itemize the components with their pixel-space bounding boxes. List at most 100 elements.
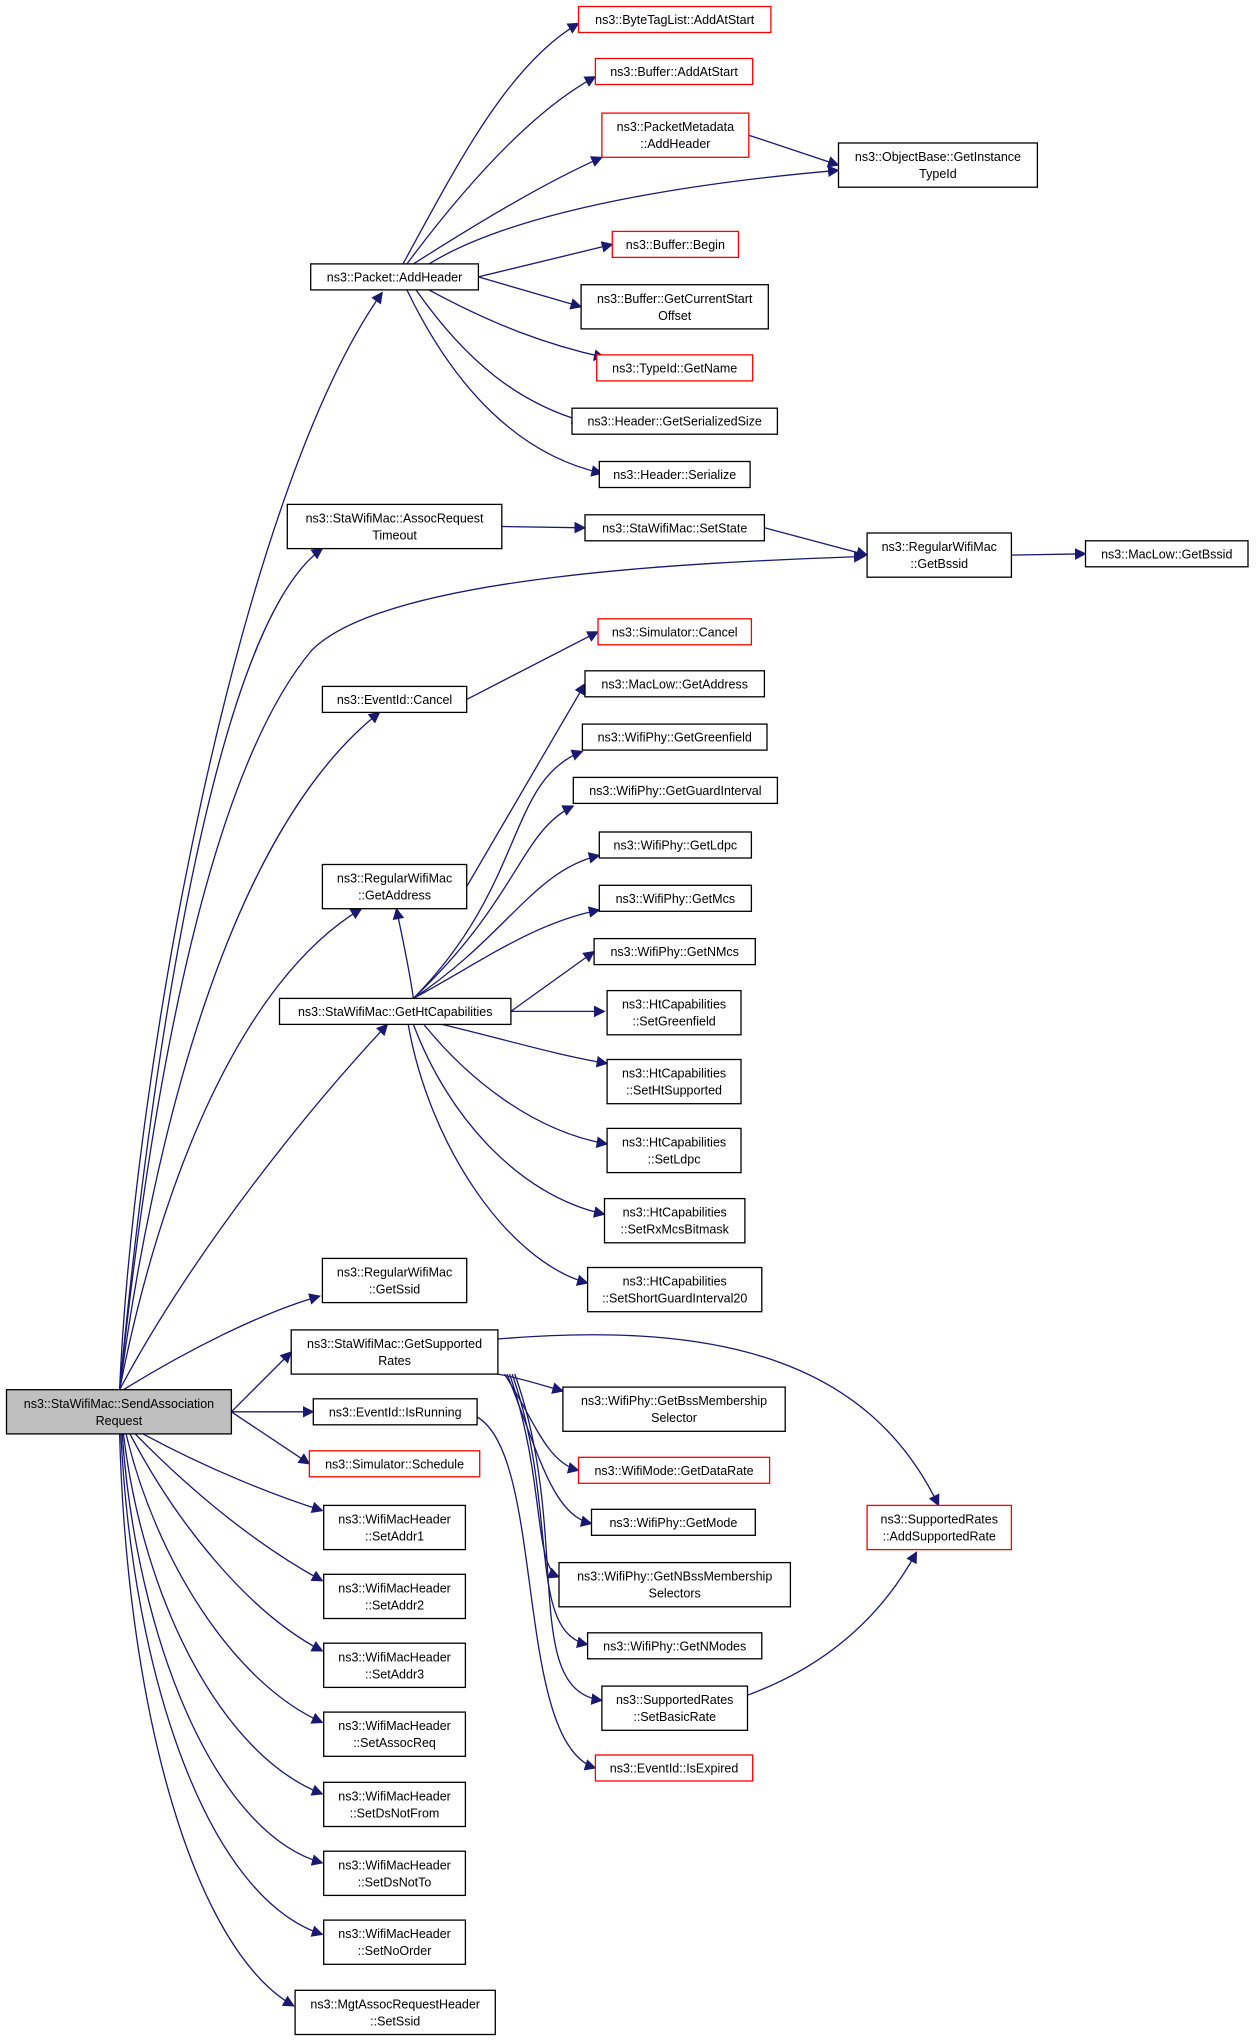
node-getnmcs[interactable]: ns3::WifiPhy::GetNMcs (593, 937, 756, 966)
node-buffer-begin[interactable]: ns3::Buffer::Begin (611, 230, 740, 259)
node-getmode[interactable]: ns3::WifiPhy::GetMode (590, 1508, 756, 1536)
node-setassocreq[interactable]: ns3::WifiMacHeader::SetAssocReq (323, 1711, 467, 1757)
node-label: ns3::Packet::AddHeader (327, 270, 463, 284)
edge-getht-to-getnmcs (511, 952, 596, 1012)
node-box (584, 670, 766, 698)
edge-root-to-setnoorder (121, 1434, 324, 1937)
node-box (572, 776, 779, 805)
node-label: ns3::RegularWifiMac (337, 872, 452, 886)
node-maclow-getbssid[interactable]: ns3::MacLow::GetBssid (1084, 540, 1249, 568)
node-buffer-addatstart[interactable]: ns3::Buffer::AddAtStart (594, 57, 754, 86)
node-regular-getbssid[interactable]: ns3::RegularWifiMac::GetBssid (866, 532, 1013, 578)
node-setstate[interactable]: ns3::StaWifiMac::SetState (584, 514, 766, 542)
edge-packet-addheader-to-typeid-getname (429, 290, 606, 361)
edge-getht-to-getldpc (413, 852, 601, 998)
node-simulator-cancel[interactable]: ns3::Simulator::Cancel (597, 618, 753, 646)
edge-packet-addheader-to-buffer-begin (478, 241, 614, 277)
node-label: ns3::WifiPhy::GetNMcs (610, 945, 739, 959)
edge-eventid-isrunning-to-eventid-isexpired (477, 1417, 597, 1771)
node-label: ::SetBasicRate (633, 1710, 716, 1724)
node-getgreenfield[interactable]: ns3::WifiPhy::GetGreenfield (581, 723, 768, 751)
node-label: ns3::EventId::Cancel (337, 693, 452, 707)
node-label: ns3::WifiPhy::GetMode (609, 1516, 737, 1530)
node-label: ns3::WifiMacHeader (338, 1513, 451, 1527)
node-label: ::SetAddr1 (365, 1530, 424, 1544)
node-regular-getaddress[interactable]: ns3::RegularWifiMac::GetAddress (321, 863, 468, 910)
node-box (593, 937, 756, 966)
node-regular-getssid[interactable]: ns3::RegularWifiMac::GetSsid (321, 1257, 468, 1304)
node-simulator-schedule[interactable]: ns3::Simulator::Schedule (308, 1450, 481, 1478)
node-setaddr3[interactable]: ns3::WifiMacHeader::SetAddr3 (323, 1642, 467, 1689)
node-label: ::GetAddress (358, 889, 431, 903)
node-label: TypeId (919, 167, 957, 181)
node-box (558, 1561, 792, 1608)
node-label: Request (96, 1414, 143, 1428)
node-setrxmcsbitmask[interactable]: ns3::HtCapabilities::SetRxMcsBitmask (603, 1197, 746, 1244)
node-setdsnotto[interactable]: ns3::WifiMacHeader::SetDsNotTo (323, 1850, 467, 1897)
node-setbasicrate[interactable]: ns3::SupportedRates::SetBasicRate (601, 1685, 749, 1731)
node-eventid-isexpired[interactable]: ns3::EventId::IsExpired (594, 1754, 754, 1782)
edge-getht-to-setshortguardinterval20 (408, 1024, 589, 1286)
node-packetmetadata-addheader[interactable]: ns3::PacketMetadata::AddHeader (601, 112, 750, 158)
edge-assocrequesttimeout-to-setstate (502, 521, 587, 534)
node-label: ns3::WifiPhy::GetGuardInterval (589, 784, 761, 798)
node-box (866, 1504, 1013, 1551)
node-getnmodes[interactable]: ns3::WifiPhy::GetNModes (586, 1632, 763, 1660)
edge-regular-getbssid-to-maclow-getbssid (1011, 548, 1087, 560)
node-bytetaglist-addatstart[interactable]: ns3::ByteTagList::AddAtStart (577, 5, 772, 34)
node-maclow-getaddress[interactable]: ns3::MacLow::GetAddress (584, 670, 766, 698)
node-eventid-isrunning[interactable]: ns3::EventId::IsRunning (312, 1398, 478, 1426)
edge-packet-addheader-to-buffer-getcurrentstartoffset (478, 277, 583, 310)
edge-root-to-setaddr1 (143, 1434, 324, 1514)
node-sethtsupported[interactable]: ns3::HtCapabilities::SetHtSupported (606, 1058, 742, 1105)
node-typeid-getname[interactable]: ns3::TypeId::GetName (596, 354, 754, 382)
node-label: ns3::HtCapabilities (623, 1206, 727, 1220)
edge-packet-addheader-to-header-serialize (407, 290, 604, 477)
node-setshortguardinterval20[interactable]: ns3::HtCapabilities::SetShortGuardInterv… (586, 1266, 763, 1313)
node-box (5, 1389, 233, 1435)
node-box (837, 142, 1039, 188)
edge-getsupportedrates-to-setbasicrate (515, 1374, 604, 1705)
node-label: ns3::WifiPhy::GetNModes (603, 1639, 746, 1653)
node-setnoorder[interactable]: ns3::WifiMacHeader::SetNoOrder (323, 1919, 467, 1965)
node-box (603, 1197, 746, 1244)
node-addsupportedrate[interactable]: ns3::SupportedRates::AddSupportedRate (866, 1504, 1013, 1551)
node-setldpc[interactable]: ns3::HtCapabilities::SetLdpc (606, 1127, 742, 1174)
node-packet-addheader[interactable]: ns3::Packet::AddHeader (310, 263, 480, 291)
node-setgreenfield[interactable]: ns3::HtCapabilities::SetGreenfield (606, 989, 742, 1036)
node-mgt-setssid[interactable]: ns3::MgtAssocRequestHeader::SetSsid (294, 1989, 496, 2036)
edge-eventid-cancel-to-simulator-cancel (467, 632, 600, 700)
node-getldpc[interactable]: ns3::WifiPhy::GetLdpc (598, 831, 753, 859)
node-box (594, 57, 754, 86)
node-getht[interactable]: ns3::StaWifiMac::GetHtCapabilities (278, 997, 512, 1026)
node-box (310, 263, 480, 291)
node-setaddr1[interactable]: ns3::WifiMacHeader::SetAddr1 (323, 1504, 467, 1551)
node-box (577, 1456, 771, 1484)
node-box (577, 5, 772, 34)
edge-getht-to-getgreenfield (413, 749, 584, 998)
node-setaddr2[interactable]: ns3::WifiMacHeader::SetAddr2 (323, 1573, 467, 1620)
node-label: ns3::HtCapabilities (622, 998, 726, 1012)
node-getmcs[interactable]: ns3::WifiPhy::GetMcs (598, 884, 753, 912)
node-header-getserializedsize[interactable]: ns3::Header::GetSerializedSize (571, 407, 779, 435)
node-getguardinterval[interactable]: ns3::WifiPhy::GetGuardInterval (572, 776, 779, 805)
node-label: ns3::EventId::IsRunning (329, 1405, 462, 1419)
node-box (321, 863, 468, 910)
node-label: ns3::WifiMacHeader (338, 1719, 451, 1733)
node-box (606, 1127, 742, 1174)
node-setdsnotfrom[interactable]: ns3::WifiMacHeader::SetDsNotFrom (323, 1781, 467, 1828)
node-eventid-cancel[interactable]: ns3::EventId::Cancel (321, 685, 468, 714)
node-label: ns3::WifiPhy::GetBssMembership (581, 1394, 767, 1408)
edge-root-to-mgt-setssid (120, 1434, 295, 2006)
node-wifimode-getdatarate[interactable]: ns3::WifiMode::GetDataRate (577, 1456, 771, 1484)
edge-root-to-setassocreq (126, 1434, 324, 1724)
node-header-serialize[interactable]: ns3::Header::Serialize (598, 460, 751, 489)
node-label: Rates (378, 1354, 411, 1368)
